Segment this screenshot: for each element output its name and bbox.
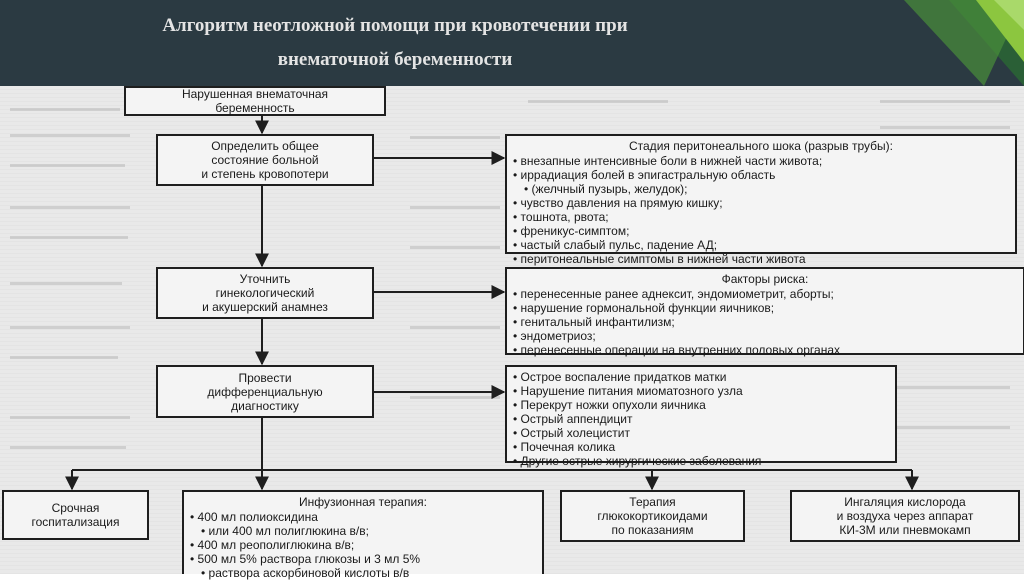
differential-item: Нарушение питания миоматозного узла bbox=[513, 384, 889, 398]
box-clarify-anamnesis-line: Уточнить bbox=[239, 272, 291, 286]
box-oxygen-inhalation-line: КИ-3М или пневмокамп bbox=[839, 523, 971, 537]
box-glucocorticoid-therapy-line: глюкокортикоидами bbox=[597, 509, 708, 523]
infusion-item: 400 мл полиоксидина bbox=[190, 510, 536, 524]
shock-item: внезапные интенсивные боли в нижней част… bbox=[513, 154, 1009, 168]
box-risk-factors: Факторы риска: перенесенные ранее аднекс… bbox=[505, 267, 1024, 357]
slide-header: Алгоритм неотложной помощи при кровотече… bbox=[0, 0, 1024, 86]
box-differential-list: Острое воспаление придатков матки Наруше… bbox=[505, 365, 897, 468]
box-clarify-anamnesis-line: гинекологический bbox=[215, 286, 315, 300]
shock-item: тошнота, рвота; bbox=[513, 210, 1009, 224]
box-ectopic-pregnancy-line: Нарушенная внематочная bbox=[181, 87, 329, 101]
box-urgent-hospitalization-line: Срочная bbox=[51, 501, 100, 515]
risk-heading: Факторы риска: bbox=[721, 272, 809, 286]
box-oxygen-inhalation: Ингаляция кислорода и воздуха через аппа… bbox=[790, 490, 1020, 542]
risk-item: генитальный инфантилизм; bbox=[513, 315, 1017, 329]
risk-item: перенесенные операции на внутренних поло… bbox=[513, 343, 1017, 357]
box-assess-condition-line: и степень кровопотери bbox=[201, 167, 329, 181]
slide-title-line-2: внематочной беременности bbox=[277, 49, 513, 70]
box-differential-diagnosis-step-line: диагностику bbox=[231, 398, 299, 413]
box-clarify-anamnesis-line: и акушерский анамнез bbox=[202, 300, 328, 314]
differential-item: Острый аппендицит bbox=[513, 412, 889, 426]
box-differential-diagnosis-step: Провести дифференциальную диагностику bbox=[156, 365, 374, 418]
box-infusion-therapy: Инфузионная терапия: 400 мл полиоксидина… bbox=[182, 490, 544, 580]
box-assess-condition-line: Определить общее bbox=[211, 139, 319, 153]
slide-title-line-1: Алгоритм неотложной помощи при кровотече… bbox=[162, 15, 628, 36]
box-ectopic-pregnancy: Нарушенная внематочная беременность bbox=[124, 86, 386, 116]
box-glucocorticoid-therapy-line: Терапия bbox=[629, 495, 676, 509]
infusion-item: 500 мл 5% раствора глюкозы и 3 мл 5% bbox=[190, 552, 536, 566]
shock-item-continuation: (желчный пузырь, желудок); bbox=[513, 182, 1009, 196]
infusion-item-continuation: или 400 мл полиглюкина в/в; bbox=[190, 524, 536, 538]
box-ectopic-pregnancy-line: беременность bbox=[215, 101, 295, 115]
box-oxygen-inhalation-line: и воздуха через аппарат bbox=[836, 509, 974, 523]
box-urgent-hospitalization: Срочная госпитализация bbox=[2, 490, 149, 540]
box-urgent-hospitalization-line: госпитализация bbox=[31, 515, 120, 529]
infusion-heading: Инфузионная терапия: bbox=[298, 495, 428, 509]
shock-item: перитонеальные симптомы в нижней части ж… bbox=[513, 252, 1009, 266]
box-oxygen-inhalation-line: Ингаляция кислорода bbox=[844, 495, 966, 509]
box-peritoneal-shock: Стадия перитонеального шока (разрыв труб… bbox=[505, 134, 1017, 266]
box-differential-diagnosis-step-line: Провести bbox=[238, 370, 292, 385]
differential-item: Острый холецистит bbox=[513, 426, 889, 440]
differential-item: Острое воспаление придатков матки bbox=[513, 370, 889, 384]
risk-item: нарушение гормональной функции яичников; bbox=[513, 301, 1017, 315]
box-differential-diagnosis-step-line: дифференциальную bbox=[207, 384, 323, 399]
box-assess-condition-line: состояние больной bbox=[211, 153, 319, 167]
risk-item: перенесенные ранее аднексит, эндомиометр… bbox=[513, 287, 1017, 301]
risk-item: эндометриоз; bbox=[513, 329, 1017, 343]
shock-item: чувство давления на прямую кишку; bbox=[513, 196, 1009, 210]
differential-item: Перекрут ножки опухоли яичника bbox=[513, 398, 889, 412]
differential-item: Почечная колика bbox=[513, 440, 889, 454]
slide-title: Алгоритм неотложной помощи при кровотече… bbox=[0, 0, 790, 86]
box-glucocorticoid-therapy: Терапия глюкокортикоидами по показаниям bbox=[560, 490, 745, 542]
shock-item: френикус-симптом; bbox=[513, 224, 1009, 238]
box-assess-condition: Определить общее состояние больной и сте… bbox=[156, 134, 374, 186]
infusion-item: 400 мл реополиглюкина в/в; bbox=[190, 538, 536, 552]
box-clarify-anamnesis: Уточнить гинекологический и акушерский а… bbox=[156, 267, 374, 319]
shock-item: частый слабый пульс, падение АД; bbox=[513, 238, 1009, 252]
differential-item: Другие острые хирургические заболевания bbox=[513, 454, 889, 468]
shock-item: иррадиация болей в эпигастральную област… bbox=[513, 168, 1009, 182]
box-glucocorticoid-therapy-line: по показаниям bbox=[611, 523, 694, 537]
infusion-item-continuation: раствора аскорбиновой кислоты в/в bbox=[190, 566, 536, 580]
shock-heading: Стадия перитонеального шока (разрыв труб… bbox=[628, 139, 893, 153]
green-triangles-decoration bbox=[904, 0, 1024, 86]
